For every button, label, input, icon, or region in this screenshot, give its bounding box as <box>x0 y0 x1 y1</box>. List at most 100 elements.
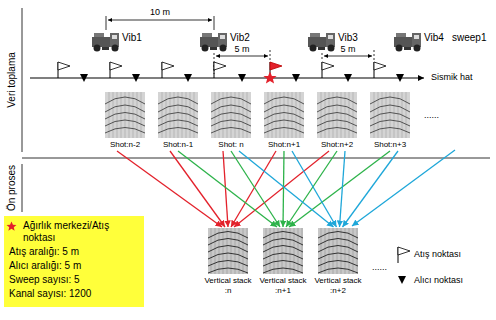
seismic-image <box>263 228 303 274</box>
shot-gather: Shot:n-2 <box>100 92 150 150</box>
sweep-label: sweep1 <box>452 32 486 44</box>
illustration-part <box>92 33 119 52</box>
stack-arrow <box>292 151 337 227</box>
illustration-part <box>270 62 282 78</box>
illustration-part <box>398 276 406 284</box>
illustration-part <box>394 33 421 52</box>
illustration-part <box>263 72 276 84</box>
illustration-part <box>344 74 352 82</box>
stack-arrow <box>289 151 390 227</box>
node-label: Vertical stack :n+2 <box>314 276 362 296</box>
illustration-part <box>132 74 140 82</box>
illustration-part <box>22 8 23 152</box>
info-text: Ağırlık merkezi/Atış noktası <box>9 220 139 244</box>
seismic-image <box>317 92 357 138</box>
dimension-label: 5 m <box>234 44 249 54</box>
line-label: Sismik hat <box>431 72 473 82</box>
continuation-dots: ...... <box>372 262 387 272</box>
illustration-part <box>216 56 268 57</box>
illustration-part <box>22 158 490 159</box>
seismic-image <box>211 92 251 138</box>
illustration-part <box>58 62 70 78</box>
illustration-part <box>322 53 323 60</box>
dimension-label: 5 m <box>340 44 355 54</box>
illustration-part <box>80 74 88 82</box>
stack-arrow <box>239 151 334 227</box>
illustration-part <box>30 77 424 78</box>
illustration-part <box>214 62 226 78</box>
illustration-part <box>110 62 122 78</box>
dimension-lines <box>106 16 374 74</box>
continuation-dots: ...... <box>424 110 439 120</box>
illustration-part <box>396 74 404 82</box>
illustration-part <box>374 50 375 60</box>
stack-arrow <box>231 151 280 227</box>
info-text: Kanal sayısı: 1200 <box>9 288 139 300</box>
illustration-part <box>374 62 386 78</box>
seismic-line <box>30 62 424 84</box>
vibrator-name: Vib1 <box>122 32 142 44</box>
illustration-part <box>324 56 372 57</box>
shot-gather: Shot:n+3 <box>365 92 415 150</box>
vertical-stack: Vertical stack :n+2 <box>314 228 362 296</box>
stack-arrow <box>283 151 284 227</box>
seismic-image <box>370 92 410 138</box>
shot-gather: Shot: n <box>206 92 256 150</box>
vibrator-name: Vib4 <box>424 32 444 44</box>
seismic-image <box>105 92 145 138</box>
section-label: Ön proses <box>6 165 18 211</box>
section-dividers <box>22 8 490 212</box>
shot-gather: Shot:n+2 <box>312 92 362 150</box>
section-label: Veri toplama <box>6 52 18 108</box>
node-label: Shot:n-2 <box>100 140 150 150</box>
illustration-part <box>106 16 107 30</box>
seismic-image <box>318 228 358 274</box>
vibrator-trucks <box>92 33 421 52</box>
seismic-image <box>208 228 248 274</box>
illustration-part <box>398 247 410 263</box>
stack-arrow <box>343 151 399 227</box>
illustration-part <box>184 74 192 82</box>
illustration-part <box>214 16 215 30</box>
node-label: Shot:n+3 <box>365 140 415 150</box>
stack-arrow <box>170 151 225 227</box>
vibrator-name: Vib2 <box>230 32 250 44</box>
node-label: Shot:n-1 <box>153 140 203 150</box>
continuing-arrow <box>352 150 455 226</box>
info-text: Alıcı aralığı: 5 m <box>9 260 139 272</box>
node-label: Vertical stack :n+1 <box>259 276 307 296</box>
illustration-part <box>22 164 23 212</box>
illustration-part <box>108 20 212 21</box>
illustration-part <box>238 74 246 82</box>
illustration-part <box>200 33 227 52</box>
illustration-part <box>162 62 174 78</box>
node-label: Shot: n <box>206 140 256 150</box>
illustration-part <box>270 62 282 70</box>
seismic-image <box>158 92 198 138</box>
stack-arrow <box>178 151 277 227</box>
legend-text: Alıcı noktası <box>414 275 463 285</box>
stack-arrow <box>340 151 346 227</box>
illustration-part <box>270 50 271 60</box>
node-label: Shot:n+1 <box>259 140 309 150</box>
info-text: Atış aralığı: 5 m <box>9 246 139 258</box>
seismic-image <box>264 92 304 138</box>
node-label: Vertical stack :n <box>204 276 252 296</box>
illustration-part <box>292 74 300 82</box>
dimension-label: 10 m <box>150 7 170 17</box>
illustration-part <box>322 62 334 78</box>
info-text: Sweep sayısı: 5 <box>9 274 139 286</box>
shot-gather: Shot:n+1 <box>259 92 309 150</box>
legend-symbols <box>398 247 410 284</box>
shot-gather: Shot:n-1 <box>153 92 203 150</box>
vibrator-name: Vib3 <box>338 32 358 44</box>
legend-text: Atış noktası <box>414 249 461 259</box>
star-symbol <box>6 221 17 232</box>
vertical-stack: Vertical stack :n <box>204 228 252 296</box>
stack-arrow <box>286 151 337 227</box>
illustration-part <box>308 33 335 52</box>
node-label: Shot:n+2 <box>312 140 362 150</box>
info-box: Ağırlık merkezi/Atış noktasıAtış aralığı… <box>4 216 144 307</box>
illustration-part <box>7 221 17 230</box>
